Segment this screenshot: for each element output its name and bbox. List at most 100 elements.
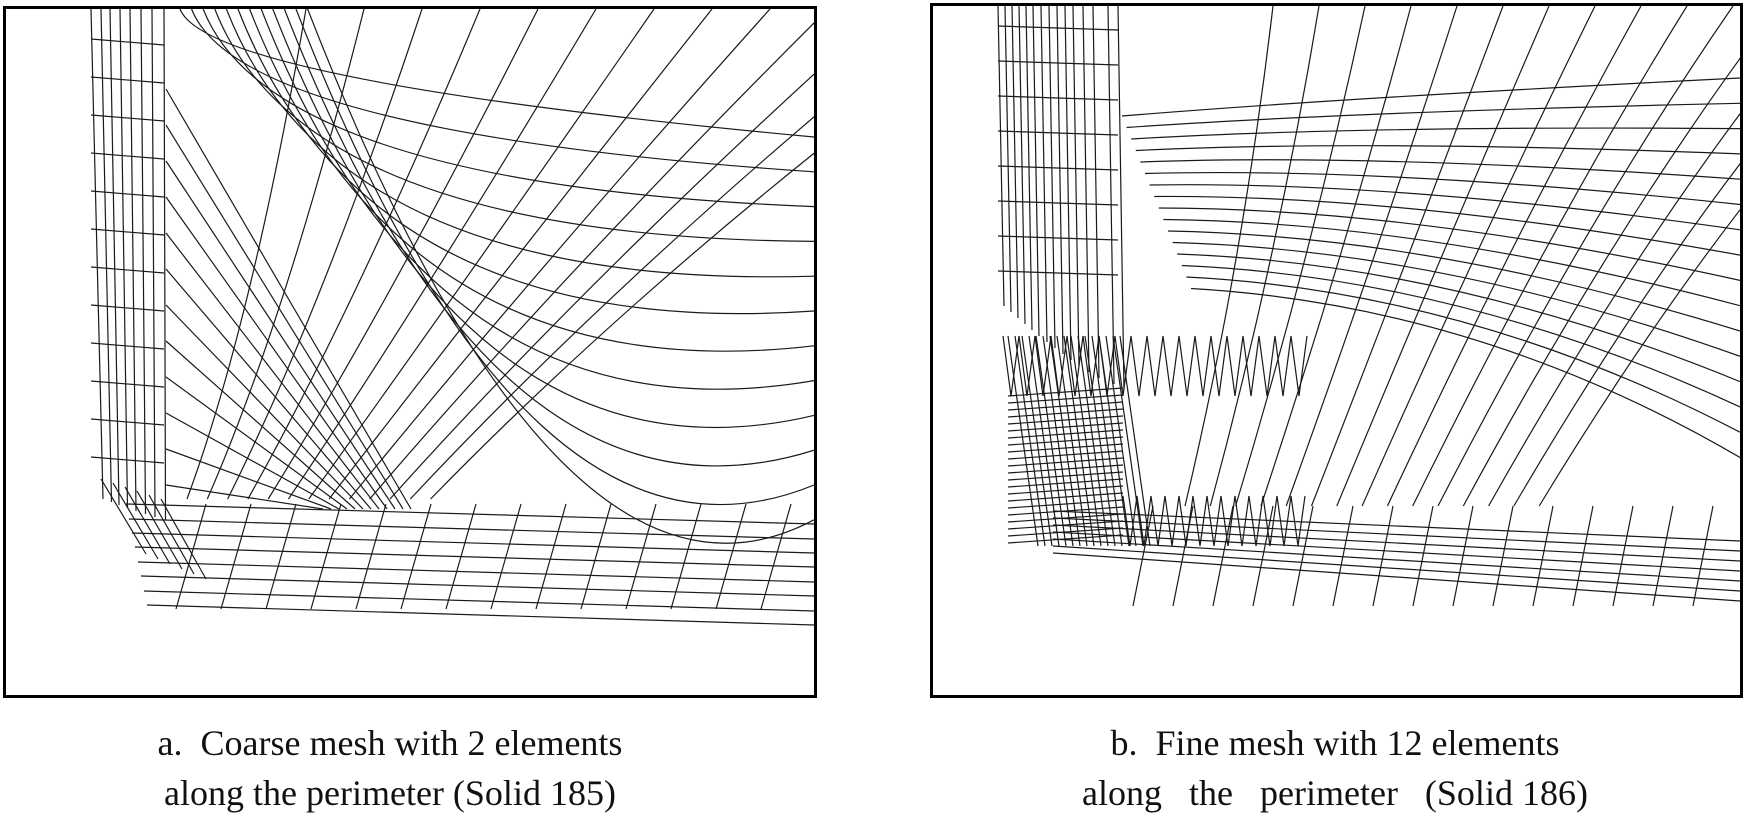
- mesh-line: [1018, 6, 1026, 325]
- mesh-line: [310, 503, 342, 610]
- mesh-line: [165, 232, 380, 510]
- mesh-line: [1070, 335, 1102, 547]
- mesh-line: [1010, 335, 1020, 397]
- mesh-line: [1652, 505, 1674, 607]
- mesh-curve: [1126, 102, 1740, 129]
- mesh-line: [143, 590, 814, 612]
- mesh-line: [90, 9, 104, 500]
- mesh-line: [1452, 505, 1474, 607]
- mesh-curve: [1336, 6, 1550, 507]
- mesh-line: [1532, 505, 1554, 607]
- mesh-curve: [389, 73, 814, 500]
- mesh-line: [715, 503, 747, 610]
- mesh-line: [760, 503, 792, 610]
- mesh-line: [1026, 335, 1036, 397]
- mesh-line: [90, 342, 165, 350]
- mesh-line: [1612, 505, 1634, 607]
- mesh-line: [1332, 505, 1354, 607]
- mesh-curve: [267, 9, 539, 500]
- mesh-line: [1007, 429, 1124, 439]
- mesh-line: [1266, 335, 1276, 397]
- mesh-line: [1090, 335, 1100, 397]
- mesh-curve: [1154, 195, 1740, 256]
- mesh-line: [90, 190, 165, 198]
- mesh-line: [1572, 505, 1594, 607]
- mesh-line: [1252, 505, 1274, 607]
- mesh-line: [1007, 422, 1124, 432]
- mesh-line: [400, 503, 432, 610]
- coarse-mesh-drawing: [90, 9, 814, 626]
- mesh-line: [1154, 335, 1164, 397]
- mesh-line: [1052, 545, 1740, 592]
- mesh-line: [535, 503, 567, 610]
- mesh-line: [1136, 495, 1145, 547]
- mesh-line: [997, 235, 1119, 241]
- mesh-line: [997, 25, 1119, 31]
- mesh-line: [1492, 505, 1514, 607]
- mesh-line: [165, 340, 356, 510]
- mesh-line: [1132, 505, 1154, 607]
- mesh-curve: [249, 9, 814, 352]
- mesh-curve: [1186, 276, 1740, 433]
- mesh-line: [445, 503, 477, 610]
- mesh-line: [1412, 505, 1434, 607]
- mesh-line: [1170, 335, 1180, 397]
- mesh-line: [1098, 335, 1108, 397]
- mesh-line: [175, 503, 207, 610]
- mesh-line: [1058, 335, 1068, 397]
- mesh-curve: [225, 9, 814, 278]
- mesh-line: [355, 503, 387, 610]
- mesh-line: [1199, 495, 1208, 547]
- mesh-line: [1007, 499, 1124, 509]
- mesh-line: [151, 9, 156, 518]
- mesh-line: [136, 490, 183, 570]
- mesh-line: [1082, 335, 1092, 397]
- mesh-curve: [1135, 145, 1740, 155]
- mesh-curve: [227, 9, 423, 500]
- mesh-line: [1042, 335, 1052, 397]
- mesh-line: [165, 124, 404, 510]
- mesh-curve: [369, 22, 814, 500]
- mesh-curve: [1177, 253, 1740, 383]
- mesh-line: [1077, 335, 1109, 547]
- mesh-line: [163, 9, 167, 521]
- mesh-line: [1130, 335, 1140, 397]
- mesh-line: [1011, 6, 1019, 319]
- mesh-curve: [1513, 162, 1740, 507]
- mesh-line: [1004, 6, 1012, 313]
- mesh-curve: [1144, 171, 1740, 206]
- mesh-line: [165, 484, 324, 510]
- caption-coarse-mesh: a. Coarse mesh with 2 elements along the…: [60, 718, 720, 818]
- caption-fine-line1: b. Fine mesh with 12 elements: [1110, 723, 1560, 763]
- mesh-line: [1072, 6, 1080, 367]
- mesh-line: [625, 503, 657, 610]
- mesh-line: [1114, 335, 1124, 397]
- mesh-line: [1227, 495, 1236, 547]
- mesh-curve: [409, 116, 814, 500]
- mesh-curve: [328, 9, 713, 500]
- mesh-curve: [1181, 264, 1740, 408]
- mesh-line: [1171, 495, 1180, 547]
- mesh-line: [997, 270, 1119, 276]
- mesh-curve: [1172, 241, 1740, 357]
- mesh-line: [90, 304, 165, 312]
- mesh-line: [1213, 495, 1222, 547]
- mesh-line: [1206, 495, 1215, 547]
- mesh-line: [1105, 335, 1137, 547]
- mesh-curve: [1184, 6, 1274, 507]
- mesh-line: [140, 575, 814, 597]
- mesh-curve: [1121, 77, 1740, 117]
- mesh-line: [1202, 335, 1212, 397]
- mesh-line: [124, 486, 171, 565]
- mesh-line: [997, 130, 1119, 136]
- mesh-line: [1007, 478, 1124, 488]
- mesh-line: [100, 478, 147, 555]
- mesh-curve: [206, 9, 365, 500]
- mesh-line: [1234, 335, 1244, 397]
- mesh-line: [1007, 401, 1124, 411]
- mesh-line: [90, 456, 165, 464]
- mesh-curve: [1538, 208, 1740, 507]
- mesh-line: [1178, 335, 1188, 397]
- mesh-line: [119, 9, 129, 509]
- mesh-line: [1218, 335, 1228, 397]
